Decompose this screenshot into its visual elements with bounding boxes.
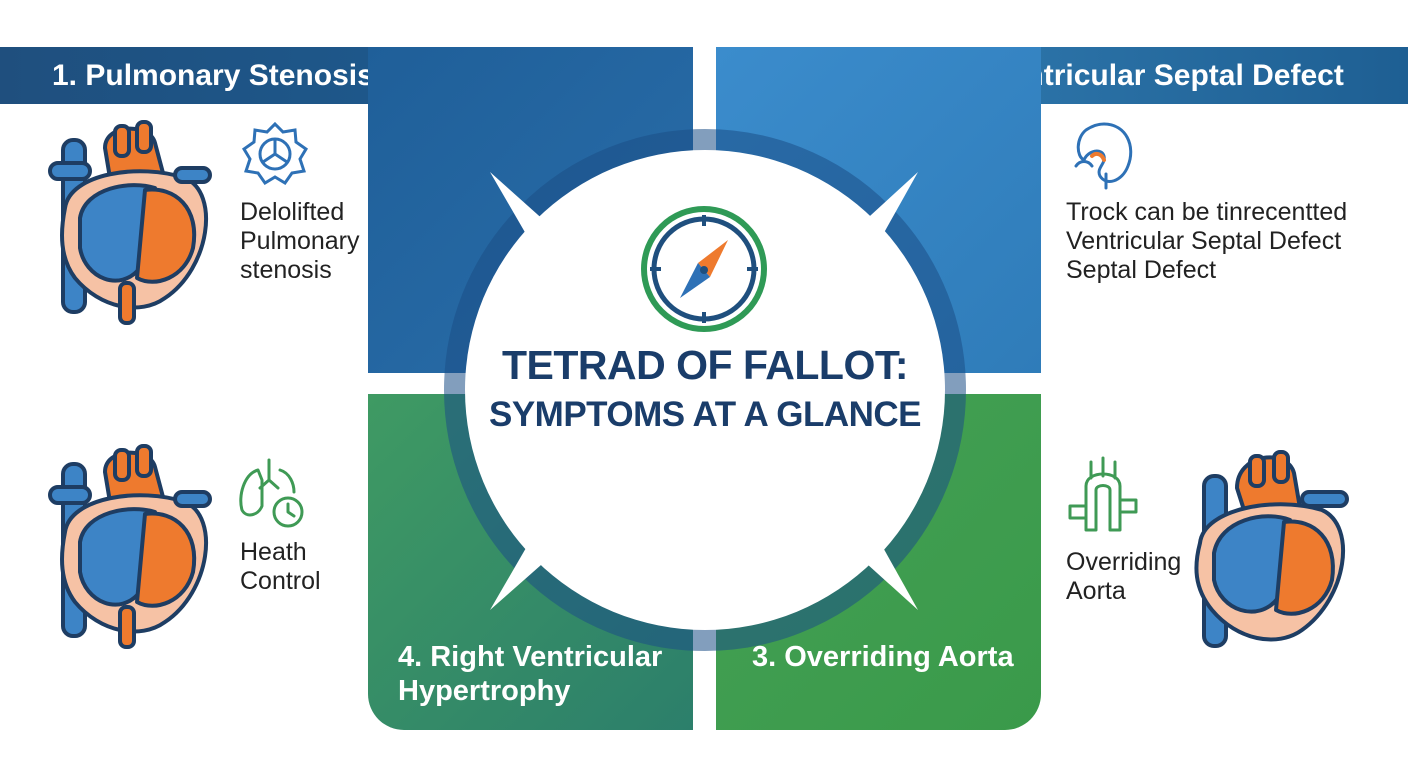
aorta-icon — [1068, 456, 1138, 532]
compass-icon — [641, 206, 767, 332]
heart-icon — [48, 444, 212, 649]
heart-icon — [48, 120, 212, 325]
caption-bottom-right: Overriding Aorta — [1066, 548, 1182, 605]
lungs-clock-icon — [239, 458, 304, 528]
label-right-ventricular-hypertrophy: 4. Right Ventricular Hypertrophy — [398, 641, 663, 707]
caption-bottom-left: Heath Control — [240, 538, 321, 595]
label-overriding-aorta: 3. Overriding Aorta — [752, 641, 1014, 673]
heart-icon — [1194, 450, 1349, 648]
valve-gear-icon — [241, 122, 309, 186]
caption-top-left: Delolifted Pulmonary stenosis — [240, 198, 360, 284]
title-line-2: SYMPTOMS AT A GLANCE — [488, 395, 922, 434]
kidney-icon — [1074, 122, 1133, 190]
caption-top-right: Trock can be tinrecentted Ventricular Se… — [1066, 198, 1348, 284]
title-line-1: TETRAD OF FALLOT: — [501, 342, 909, 388]
